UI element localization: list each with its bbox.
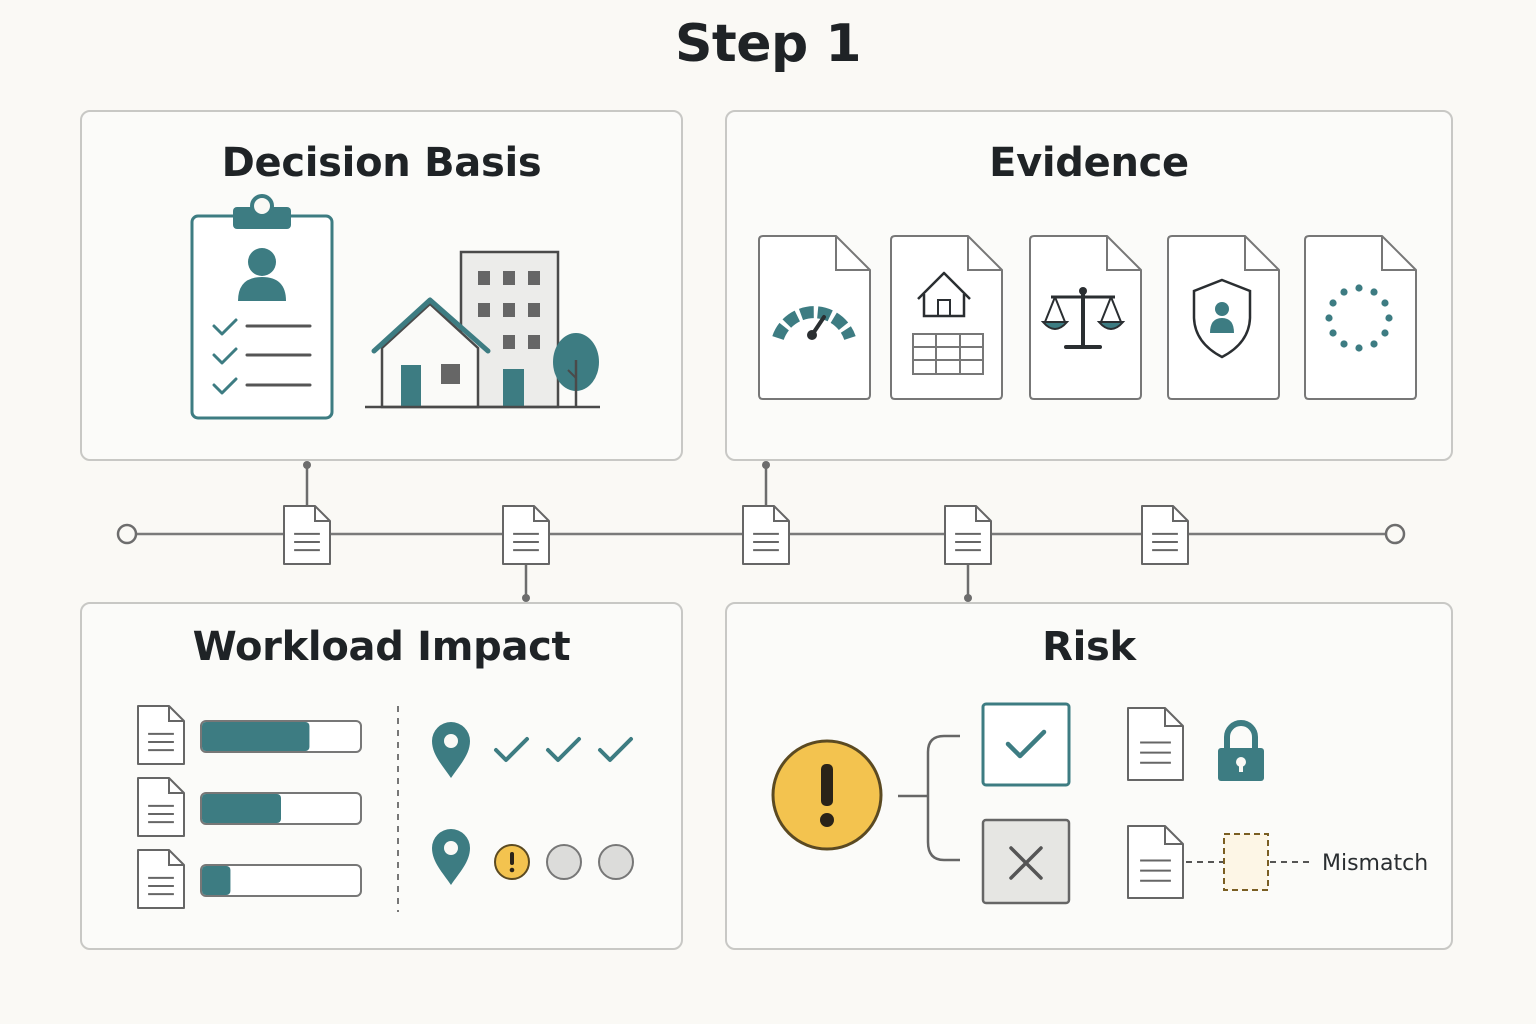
warning-icon [494,844,530,880]
timeline-documents [283,505,1189,565]
loading-dot [1325,314,1333,322]
workload-progress-bars [200,720,362,897]
progress-fill [202,866,231,895]
loading-dot [1370,288,1378,296]
evidence-documents [758,235,1417,400]
workload-document-icon [137,705,185,765]
evidence-document [758,235,871,400]
loading-dot [1370,340,1378,348]
pending-icon [598,844,634,880]
decision-basis-title: Decision Basis [221,140,542,186]
risk-document-icon [1127,707,1184,781]
progress-fill [202,794,281,823]
evidence-document [1029,235,1142,400]
timeline-document-icon [944,505,992,565]
check-icon [598,737,633,762]
evidence-title: Evidence [989,140,1189,186]
timeline-document-icon [1141,505,1189,565]
timeline-document-icon [502,505,550,565]
evidence-document [890,235,1003,400]
workload-documents [137,705,185,909]
location-pin-icon [432,722,470,778]
risk-documents [1127,707,1184,899]
location-pin-icon [432,829,470,885]
progress-fill [202,722,310,751]
workload-impact-title: Workload Impact [192,624,571,670]
loading-dot [1340,340,1348,348]
workload-progress-bar [200,720,362,753]
loading-dots-icon [1325,284,1393,352]
loading-dot [1355,344,1363,352]
approved-checkbox [981,702,1071,787]
buildings-icon [365,250,600,409]
loading-dot [1355,284,1363,292]
workload-impact-panel: Workload Impact [80,602,683,950]
loading-dot [1329,299,1337,307]
workload-document-icon [137,777,185,837]
house-table-icon [912,271,984,375]
pending-icon [546,844,582,880]
mismatch-label: Mismatch [1322,851,1428,876]
workload-progress-bar [200,864,362,897]
shield-person-icon [1192,278,1252,359]
loading-dot [1385,314,1393,322]
timeline-start-node [116,523,138,545]
loading-dot [1381,329,1389,337]
loading-dot [1381,299,1389,307]
gauge-icon [772,306,856,341]
lock-icon [1218,720,1264,781]
clipboard-icon [190,194,334,420]
timeline-end-node [1384,523,1406,545]
evidence-document [1304,235,1417,400]
check-icon [546,737,581,762]
mismatch-connector [1186,833,1312,891]
risk-branch-connector [898,734,960,862]
page-title: Step 1 [674,14,862,74]
decision-basis-panel: Decision Basis [80,110,683,461]
scales-icon [1040,287,1126,349]
risk-title: Risk [1042,624,1136,670]
risk-document-icon [1127,825,1184,899]
warning-icon [771,739,883,851]
check-icon [494,737,529,762]
timeline-document-icon [742,505,790,565]
workload-progress-bar [200,792,362,825]
loading-dot [1340,288,1348,296]
loading-dot [1329,329,1337,337]
rejected-checkbox [981,818,1071,905]
workload-status-marks [494,737,634,880]
workload-document-icon [137,849,185,909]
timeline-document-icon [283,505,331,565]
